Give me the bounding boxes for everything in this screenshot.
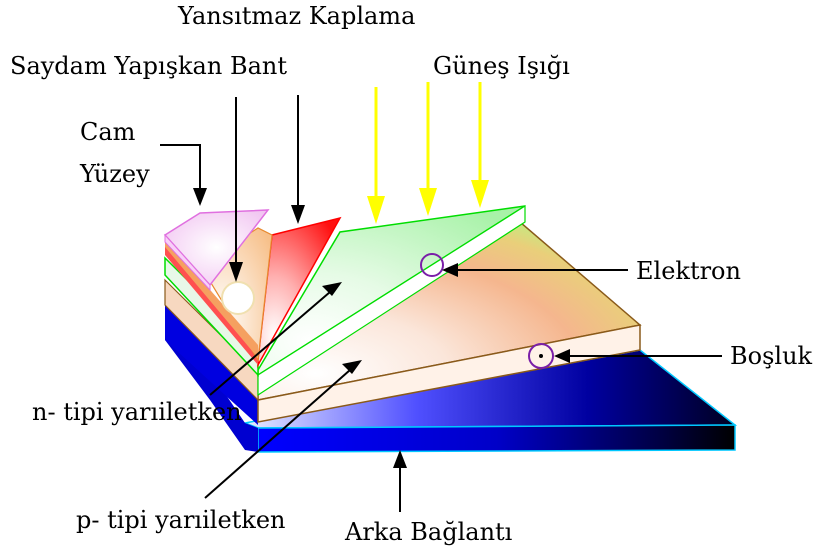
back-contact-edge bbox=[165, 300, 258, 425]
glass-surface-layer bbox=[163, 209, 270, 292]
label-sunlight: Güneş Işığı bbox=[433, 52, 570, 80]
n-type-layer bbox=[164, 204, 526, 397]
electron-marker bbox=[420, 253, 444, 277]
label-hole: Boşluk bbox=[730, 342, 813, 370]
hole-marker bbox=[528, 343, 554, 369]
label-back-contact: Arka Bağlantı bbox=[345, 518, 513, 546]
label-electron: Elektron bbox=[636, 257, 741, 285]
label-n-type-semiconductor: n- tipi yarıiletken bbox=[32, 398, 242, 426]
label-transparent-adhesive-tape: Saydam Yapışkan Bant bbox=[10, 52, 287, 80]
label-glass-surface-line2: Yüzey bbox=[80, 160, 150, 188]
sunlight-arrows bbox=[367, 82, 489, 224]
back-contact-layer bbox=[165, 305, 738, 453]
label-glass-surface-line1: Cam bbox=[80, 118, 136, 146]
p-type-layer bbox=[164, 221, 642, 423]
label-antireflective-coating: Yansıtmaz Kaplama bbox=[178, 2, 416, 30]
label-p-type-semiconductor: p- tipi yarıiletken bbox=[76, 506, 286, 534]
leader-lines bbox=[160, 95, 722, 512]
